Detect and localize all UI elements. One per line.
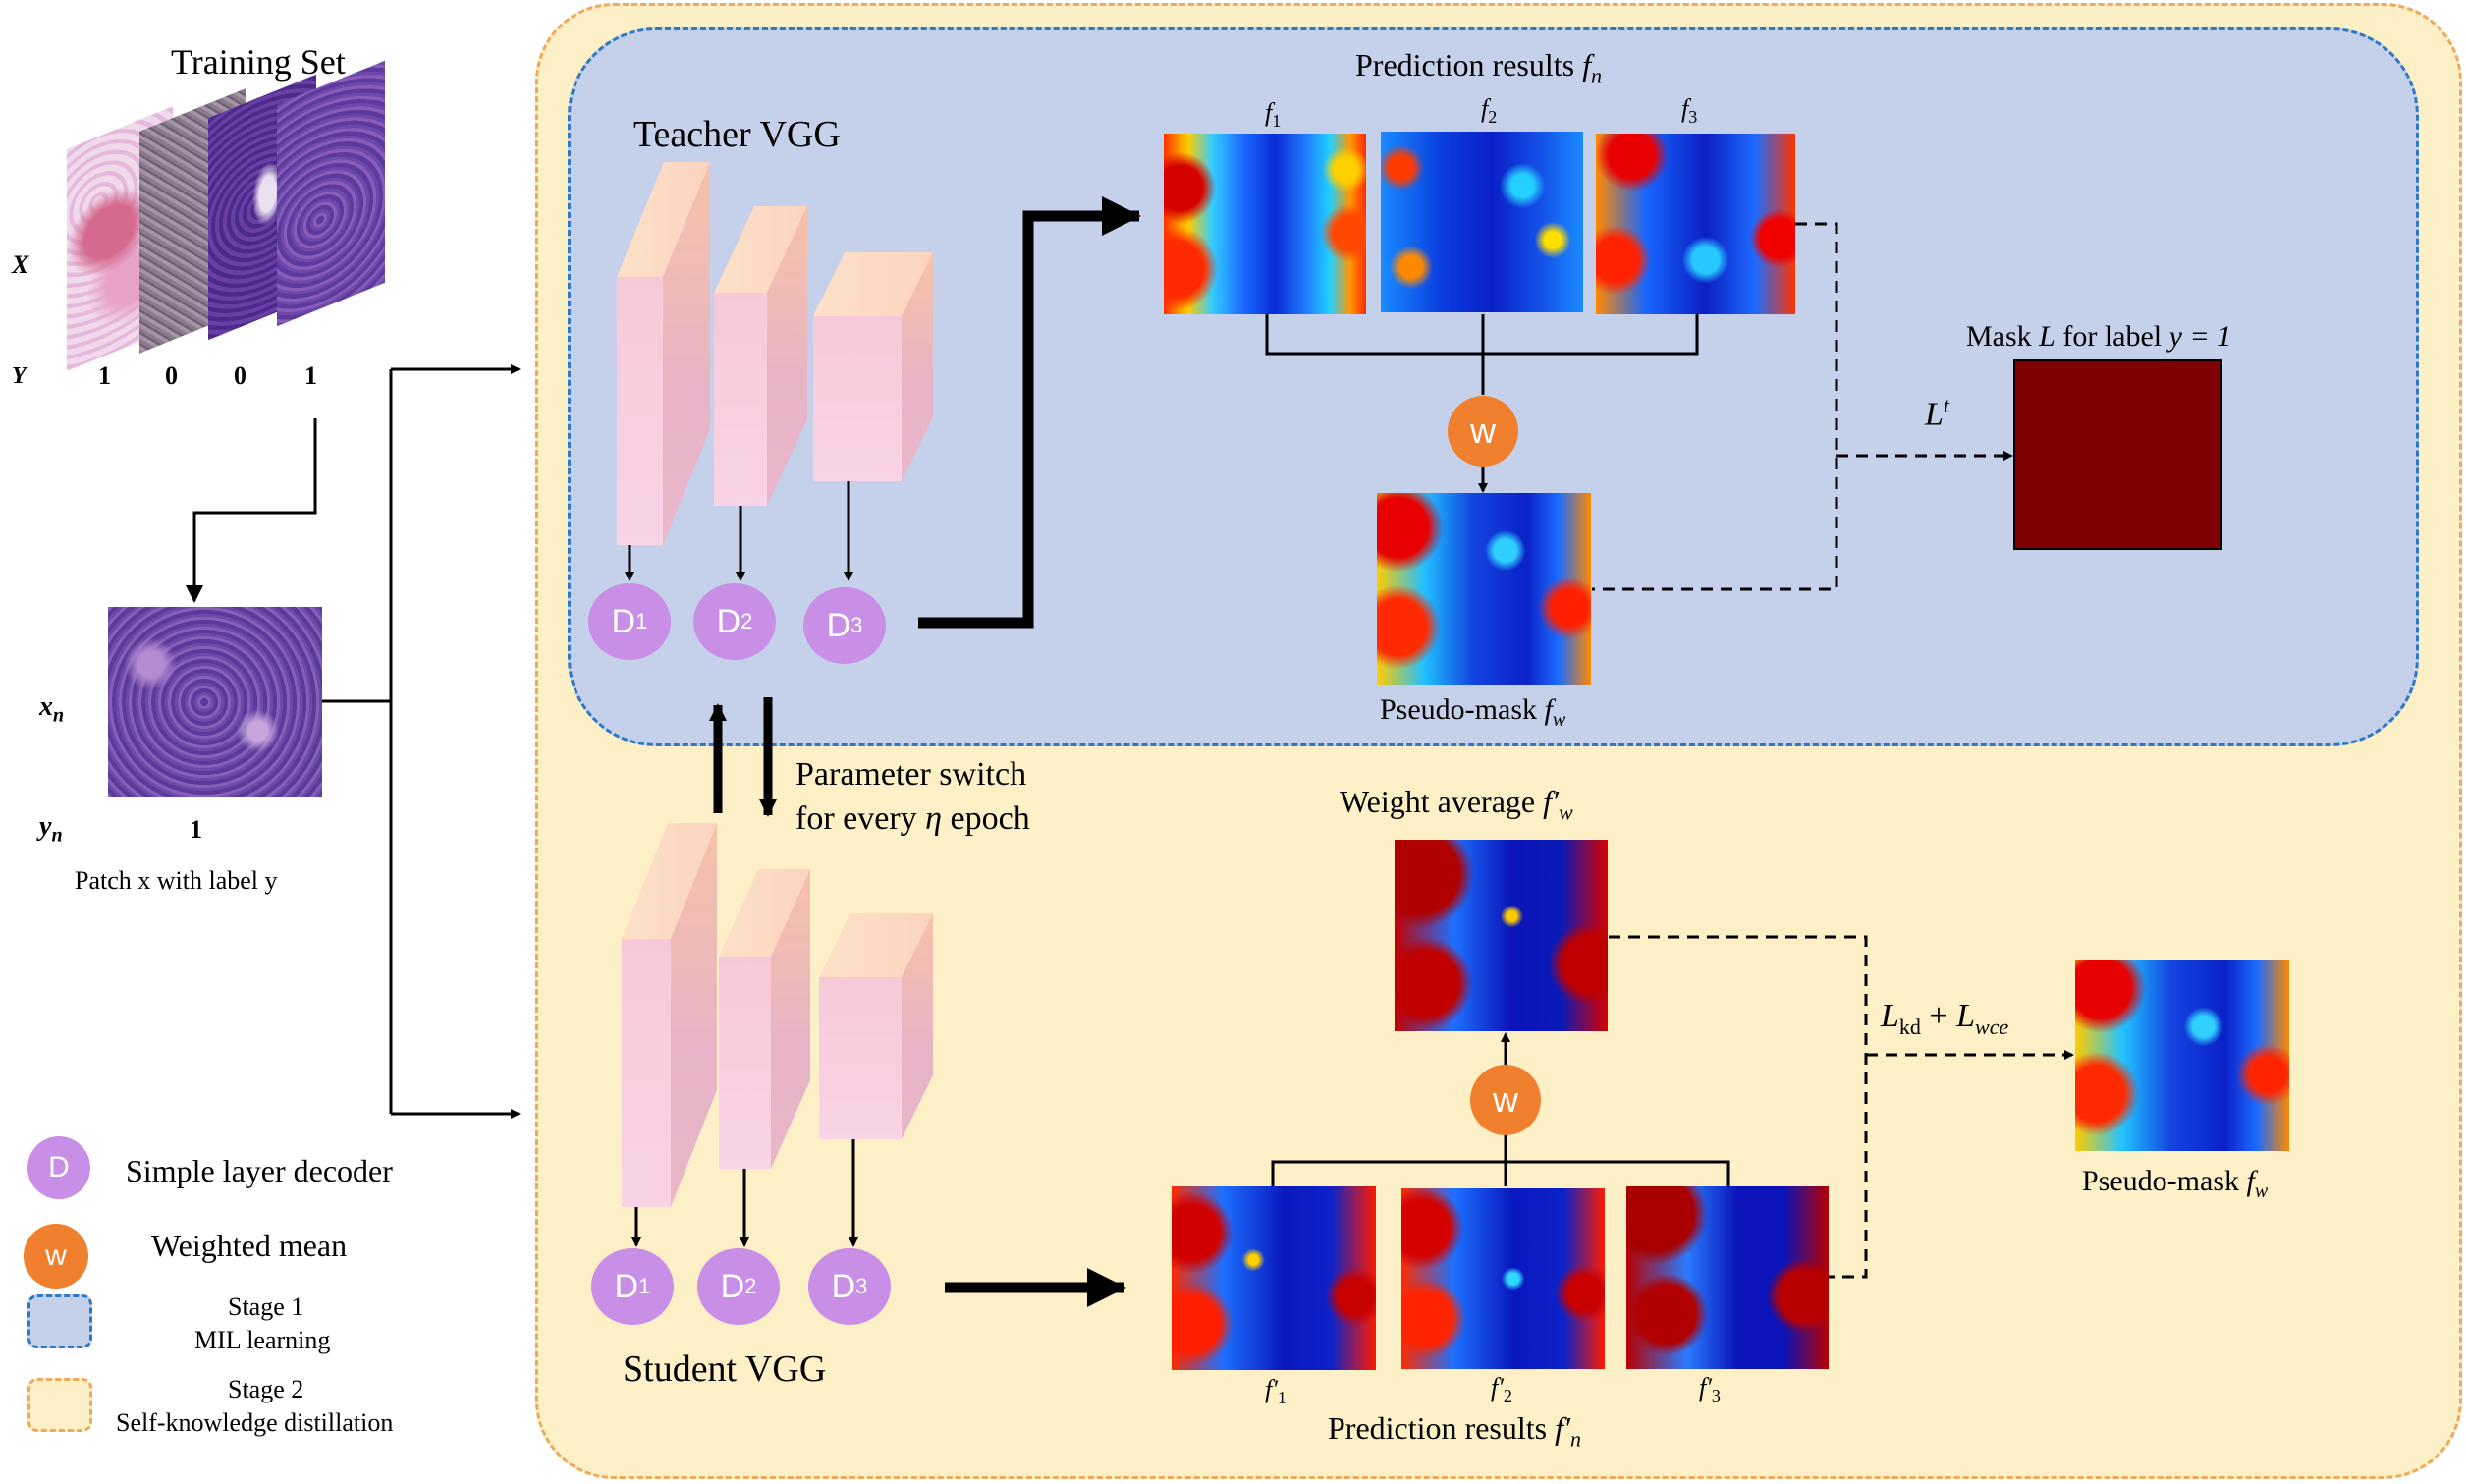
parameter-switch-line1: Parameter switch xyxy=(795,756,1027,793)
student-map-2 xyxy=(1401,1188,1605,1369)
legend-weighted-label: Weighted mean xyxy=(151,1228,348,1263)
teacher-vgg-title: Teacher VGG xyxy=(633,114,841,155)
patch-caption: Patch x with label y xyxy=(75,866,278,895)
legend-decoder-label: Simple layer decoder xyxy=(126,1153,393,1188)
student-weighted-node: w xyxy=(1470,1065,1541,1135)
legend-weighted-icon: w xyxy=(24,1224,88,1289)
weight-average-label: Weight average f′w xyxy=(1340,784,1573,825)
training-label-3: 0 xyxy=(234,361,247,390)
student-map-label-2: f′2 xyxy=(1491,1373,1512,1406)
student-weight-average-map xyxy=(1395,840,1608,1031)
student-prediction-title: Prediction results f′n xyxy=(1328,1410,1581,1452)
teacher-map-label-3: f3 xyxy=(1681,94,1698,128)
legend-stage1-swatch xyxy=(27,1294,92,1348)
teacher-block-3 xyxy=(813,252,933,481)
student-block-3 xyxy=(819,913,933,1139)
student-vgg-title: Student VGG xyxy=(623,1348,827,1390)
teacher-pseudo-mask-label: Pseudo-mask fw xyxy=(1380,693,1566,731)
teacher-block-2 xyxy=(714,206,807,506)
legend-stage2-line2: Self-knowledge distillation xyxy=(116,1408,394,1437)
legend-stage1-line2: MIL learning xyxy=(194,1326,331,1354)
student-map-3 xyxy=(1626,1186,1829,1369)
student-block-2 xyxy=(719,869,810,1169)
training-y-label: Y xyxy=(12,363,27,389)
legend-stage1-line1: Stage 1 xyxy=(228,1292,304,1321)
teacher-block-1 xyxy=(617,162,710,545)
patch-image xyxy=(108,607,322,797)
patch-y-label: yn xyxy=(39,811,63,847)
parameter-switch-line2: for every η epoch xyxy=(795,800,1030,837)
patch-label-value: 1 xyxy=(190,815,202,844)
training-x-label: X xyxy=(12,250,29,279)
training-slide-4 xyxy=(277,60,385,327)
patch-x-label: xn xyxy=(39,691,65,727)
mask-title: Mask L for label y = 1 xyxy=(1966,320,2232,353)
training-label-2: 0 xyxy=(165,361,178,390)
teacher-prediction-title: Prediction results fn xyxy=(1355,47,1602,88)
legend-stage2-swatch xyxy=(27,1378,92,1432)
training-label-4: 1 xyxy=(304,361,317,390)
teacher-loss-label: Lt xyxy=(1925,393,1950,433)
student-map-label-3: f′3 xyxy=(1699,1373,1721,1406)
teacher-weighted-node: w xyxy=(1448,396,1518,467)
student-map-1 xyxy=(1172,1186,1376,1370)
student-pseudo-mask xyxy=(2075,960,2289,1151)
teacher-map-2 xyxy=(1381,132,1583,312)
teacher-map-3 xyxy=(1596,134,1795,314)
training-set-title: Training Set xyxy=(171,42,346,82)
teacher-map-1 xyxy=(1164,134,1366,314)
mask-label-square xyxy=(2013,359,2222,550)
student-loss-label: Lkd + Lwce xyxy=(1881,998,2009,1039)
training-label-1: 1 xyxy=(98,361,111,390)
teacher-pseudo-mask xyxy=(1377,493,1591,685)
student-map-label-1: f′1 xyxy=(1265,1375,1287,1408)
teacher-map-label-1: f1 xyxy=(1265,98,1282,132)
student-block-1 xyxy=(622,823,717,1207)
legend-stage2-line1: Stage 2 xyxy=(228,1375,304,1403)
teacher-map-label-2: f2 xyxy=(1481,94,1498,128)
legend-decoder-icon: D xyxy=(27,1136,90,1199)
student-pseudo-mask-label: Pseudo-mask fw xyxy=(2082,1165,2269,1202)
